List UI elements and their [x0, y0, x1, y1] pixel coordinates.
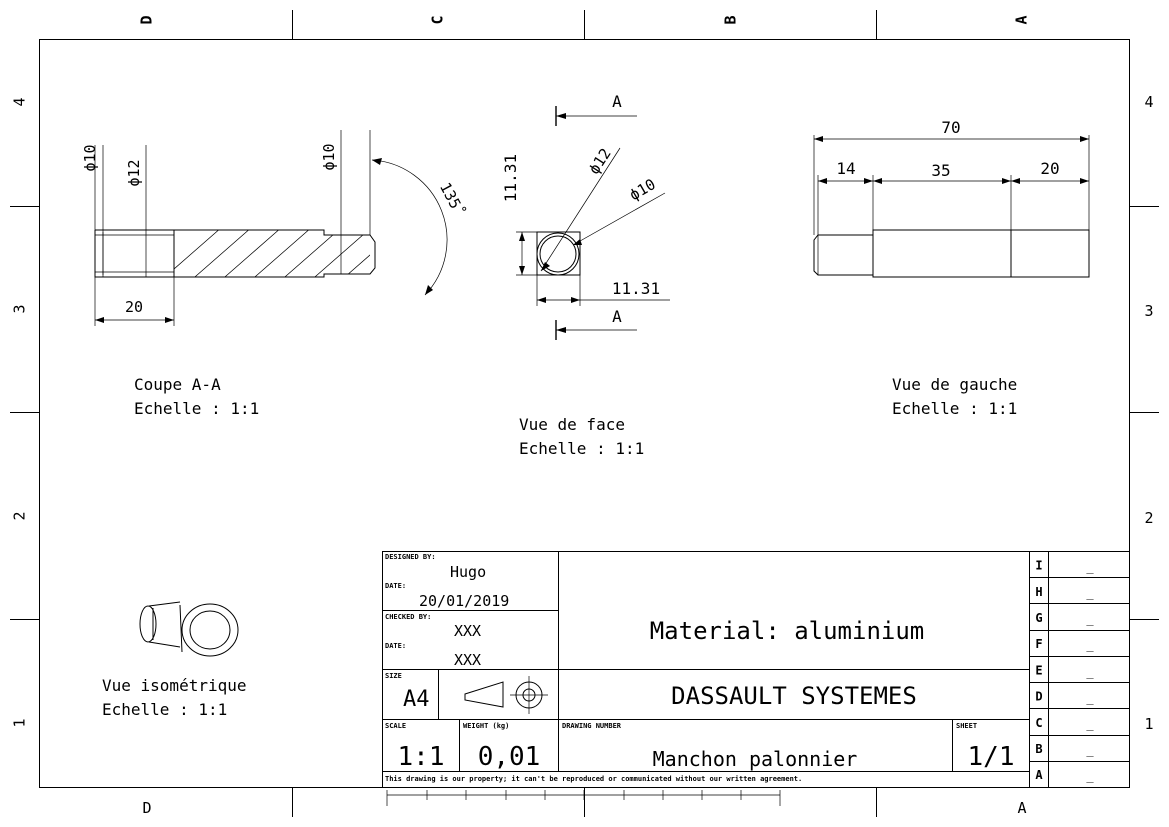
- drawing-number-value: Manchon palonnier: [653, 747, 858, 771]
- sheet-label: SHEET: [956, 722, 977, 730]
- revision-letter: A: [1035, 768, 1043, 782]
- revision-letter: C: [1035, 716, 1042, 730]
- front-section-label-top: A: [612, 92, 622, 111]
- isometric-view: [139, 601, 239, 657]
- revision-value: _: [1086, 743, 1094, 757]
- designed-by-label: DESIGNED BY:: [385, 553, 436, 561]
- section-dim-d10-left: ϕ10: [81, 144, 99, 171]
- revision-letter: F: [1035, 637, 1042, 651]
- zone-top-c: C: [429, 15, 447, 24]
- front-dim-horizontal: 11.31: [612, 279, 660, 298]
- title-block: [382, 551, 1130, 788]
- left-view-scale: Echelle : 1:1: [892, 399, 1017, 418]
- revision-value: _: [1086, 560, 1094, 574]
- zone-bottom-d: D: [142, 799, 151, 817]
- revision-table: I _ H _ G _ F _ E _ D _ C _ B _ A _: [1035, 559, 1094, 784]
- bottom-ruler: [386, 790, 781, 806]
- revision-letter: I: [1035, 559, 1042, 573]
- revision-letter: G: [1035, 611, 1042, 625]
- zone-top-a: A: [1013, 15, 1031, 24]
- zone-left-2: 2: [11, 511, 29, 520]
- iso-view-name: Vue isométrique: [102, 676, 247, 695]
- zone-left-3: 3: [11, 304, 29, 313]
- front-section-label-bottom: A: [612, 307, 622, 326]
- revision-letter: H: [1035, 585, 1042, 599]
- left-dim-c: 20: [1040, 159, 1059, 178]
- scale-label: SCALE: [385, 722, 406, 730]
- section-dim-angle: 135˚: [436, 179, 469, 219]
- material-text: Material: aluminium: [650, 617, 925, 645]
- left-dim-total: 70: [941, 118, 960, 137]
- date2-label: DATE:: [385, 642, 406, 650]
- front-dim-vertical: 11.31: [501, 154, 520, 202]
- section-dim-length: 20: [125, 298, 143, 316]
- revision-letter: E: [1035, 663, 1042, 677]
- zone-right-1: 1: [1144, 715, 1153, 733]
- iso-view-scale: Echelle : 1:1: [102, 700, 227, 719]
- left-view-name: Vue de gauche: [892, 375, 1017, 394]
- zone-right-4: 4: [1144, 93, 1153, 111]
- company-name: DASSAULT SYSTEMES: [671, 682, 917, 710]
- zone-top-b: B: [722, 15, 740, 24]
- front-view-name: Vue de face: [519, 415, 625, 434]
- date-value: 20/01/2019: [419, 592, 509, 610]
- section-dim-d12: ϕ12: [125, 159, 143, 186]
- zone-ticks: [10, 10, 1159, 817]
- left-dim-a: 14: [836, 159, 855, 178]
- left-view: [813, 135, 1090, 278]
- zone-left-1: 1: [11, 718, 29, 727]
- sheet-value: 1/1: [968, 742, 1015, 772]
- zone-top-d: D: [138, 15, 156, 24]
- weight-label: WEIGHT (kg): [463, 722, 509, 730]
- revision-value: _: [1086, 691, 1094, 705]
- disclaimer-text: This drawing is our property; it can't b…: [385, 775, 802, 783]
- front-dim-d12: ϕ12: [585, 145, 615, 178]
- date-label: DATE:: [385, 582, 406, 590]
- designed-by-value: Hugo: [450, 563, 486, 581]
- front-view: [516, 106, 670, 340]
- revision-value: _: [1086, 717, 1094, 731]
- revision-value: _: [1086, 638, 1094, 652]
- size-value: A4: [403, 687, 430, 712]
- scale-value: 1:1: [398, 742, 445, 772]
- section-view: [94, 130, 448, 326]
- zone-right-2: 2: [1144, 509, 1153, 527]
- checked-by-value: XXX: [454, 622, 481, 640]
- revision-letter: B: [1035, 742, 1042, 756]
- date2-value: XXX: [454, 651, 481, 669]
- front-view-scale: Echelle : 1:1: [519, 439, 644, 458]
- revision-letter: D: [1035, 690, 1042, 704]
- zone-right-3: 3: [1144, 302, 1153, 320]
- left-dim-b: 35: [931, 161, 950, 180]
- section-view-scale: Echelle : 1:1: [134, 399, 259, 418]
- weight-value: 0,01: [478, 742, 541, 772]
- revision-value: _: [1086, 612, 1094, 626]
- revision-value: _: [1086, 664, 1094, 678]
- front-dim-d10: ϕ10: [626, 175, 658, 204]
- size-label: SIZE: [385, 672, 402, 680]
- section-dim-d10-right: ϕ10: [320, 143, 338, 170]
- checked-by-label: CHECKED BY:: [385, 613, 431, 621]
- zone-bottom-a: A: [1017, 799, 1026, 817]
- revision-value: _: [1086, 586, 1094, 600]
- zone-left-4: 4: [11, 97, 29, 106]
- drawing-number-label: DRAWING NUMBER: [562, 722, 622, 730]
- section-view-name: Coupe A-A: [134, 375, 221, 394]
- revision-value: _: [1086, 769, 1094, 783]
